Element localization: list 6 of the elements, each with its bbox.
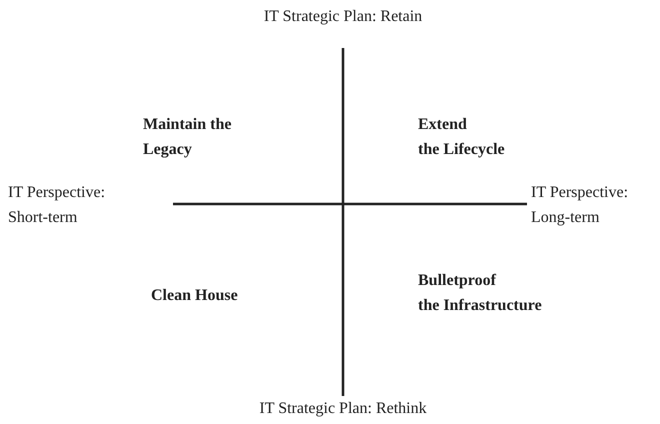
quadrant-label: Maintain the Legacy bbox=[143, 115, 232, 160]
axis-label: IT Perspective: Short-term bbox=[8, 183, 106, 228]
axis-label: IT Strategic Plan: Retain bbox=[262, 7, 424, 27]
quadrant-label: Clean House bbox=[151, 286, 239, 306]
axis-label: IT Perspective: Long-term bbox=[531, 183, 630, 228]
axis-label: IT Strategic Plan: Rethink bbox=[258, 399, 428, 419]
